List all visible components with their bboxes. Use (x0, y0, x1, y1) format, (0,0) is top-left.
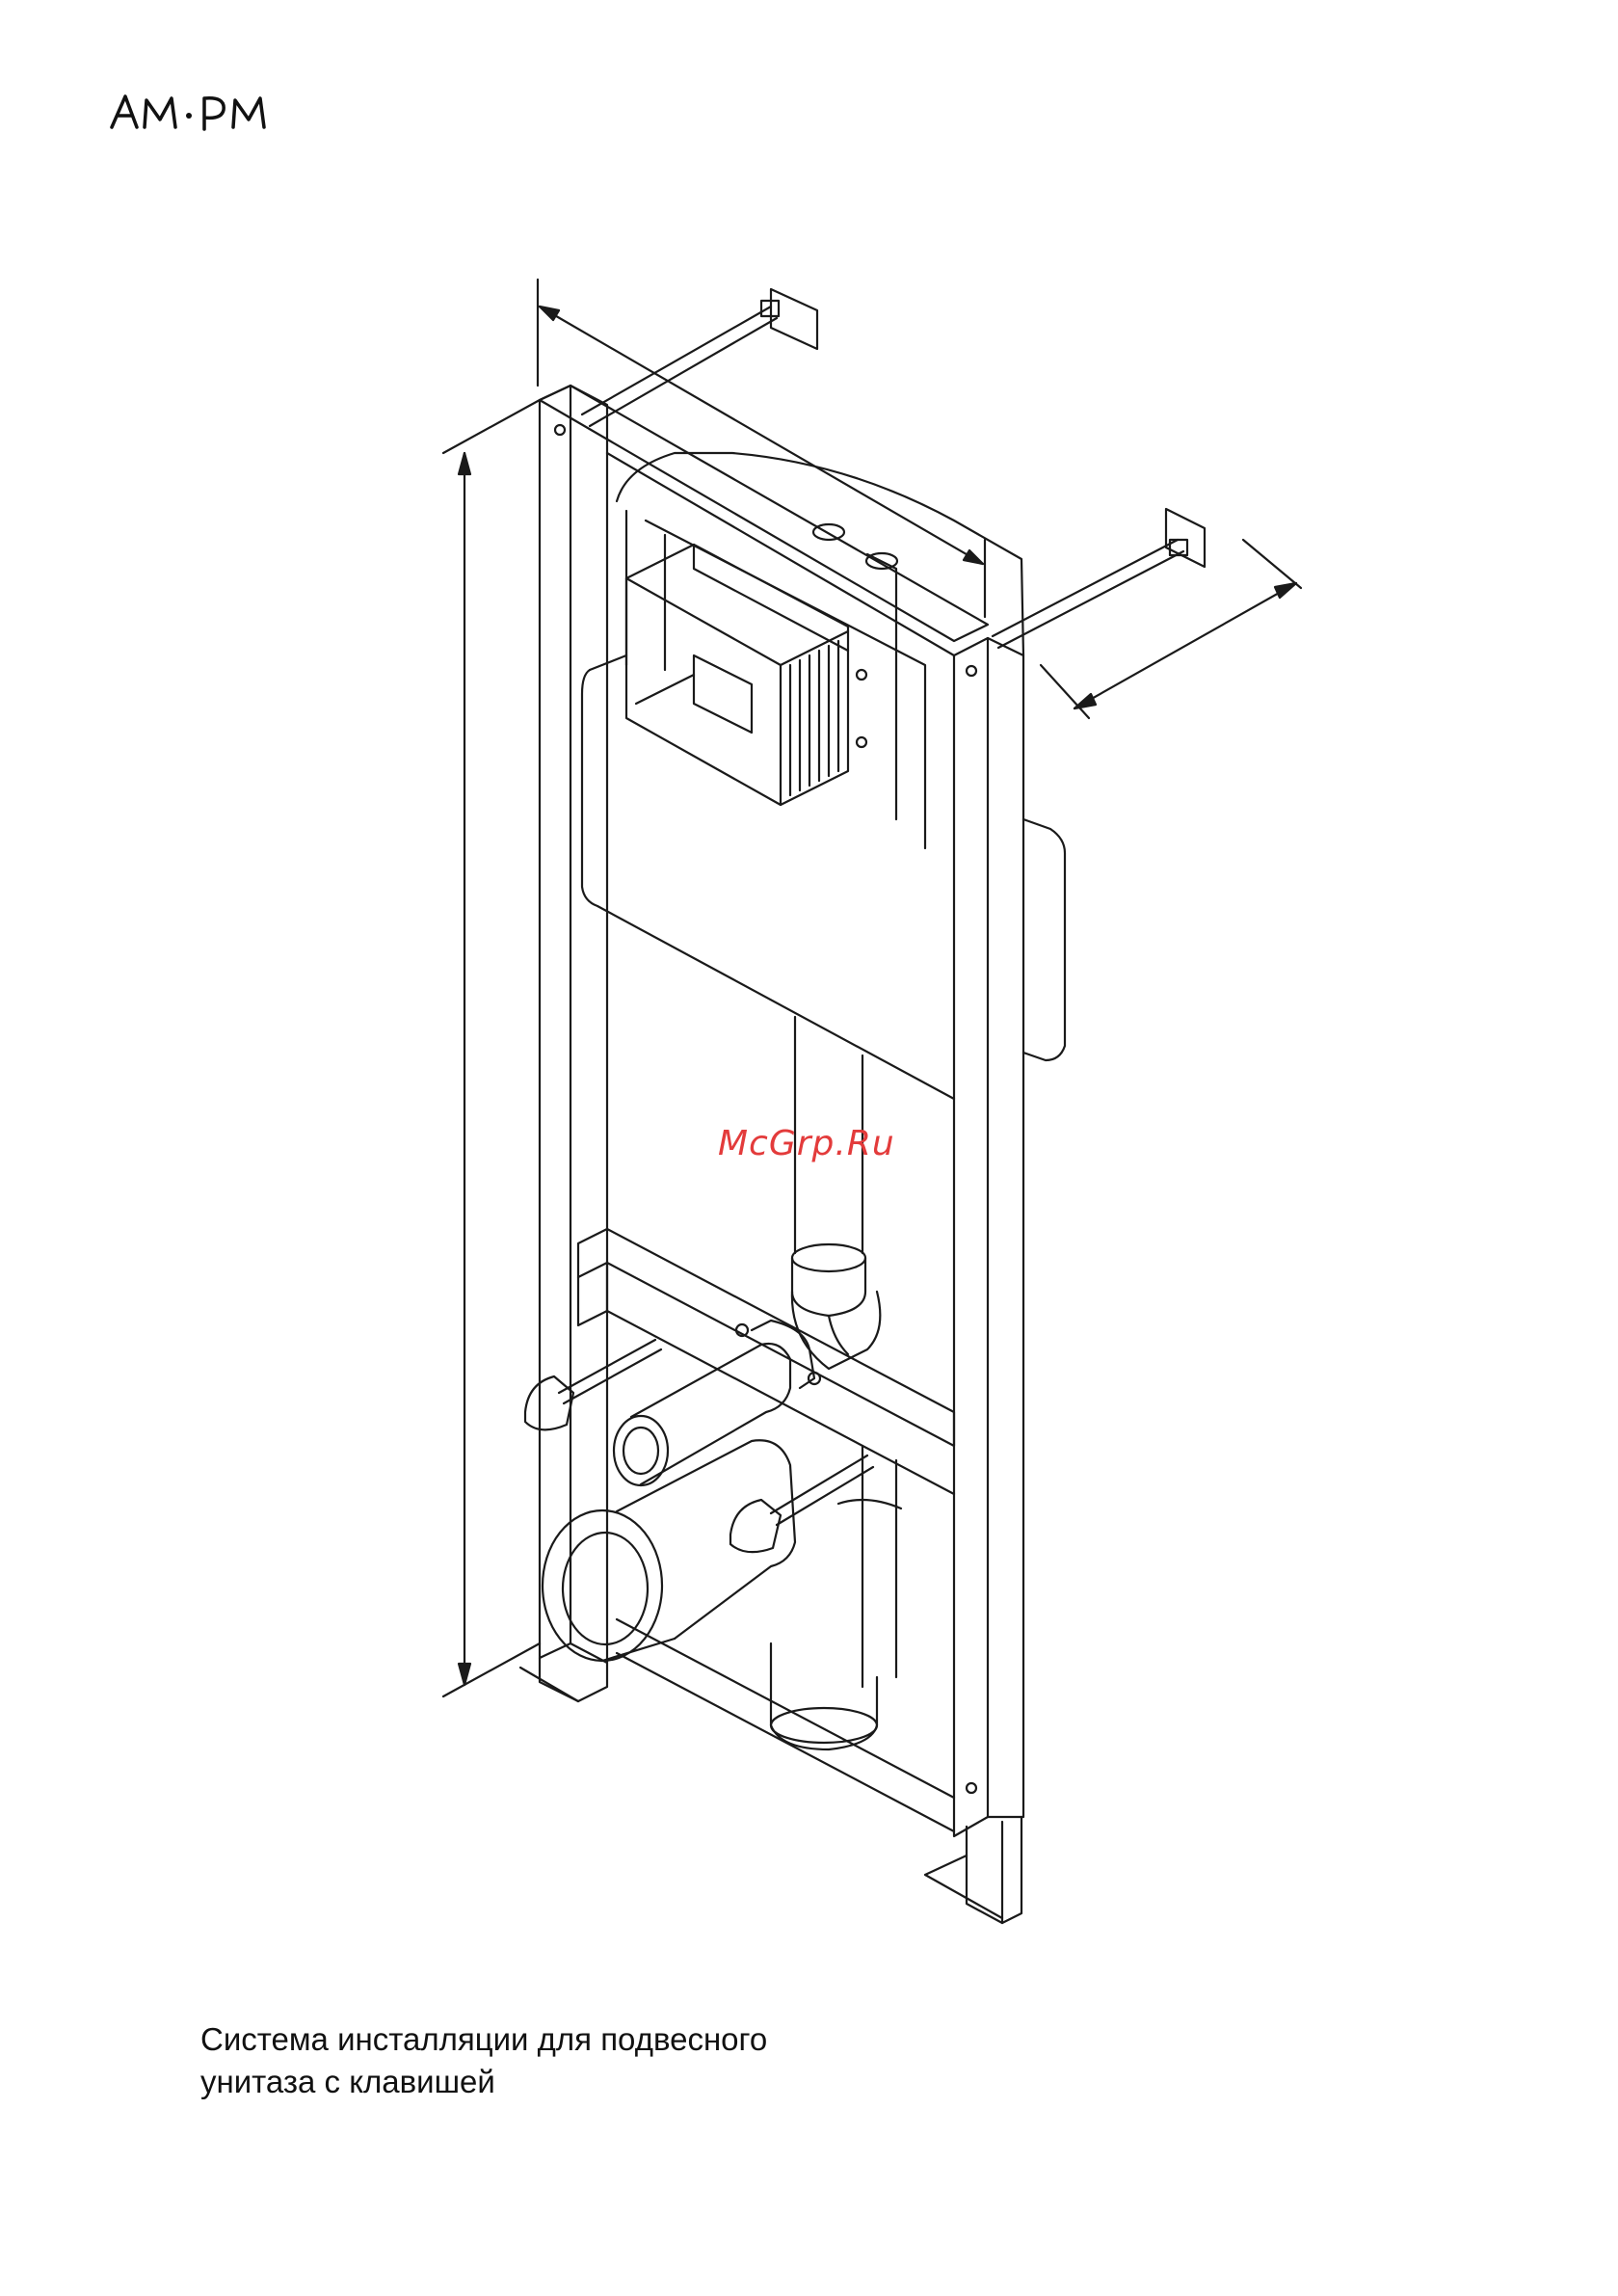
right-frame-post (925, 638, 1023, 1923)
left-frame-post (540, 386, 607, 1663)
cistern-front-cover (582, 655, 1065, 1099)
width-dimension (538, 280, 985, 617)
lower-right-anchor-rod (730, 1455, 873, 1552)
depth-dimension (1041, 540, 1301, 718)
upper-right-anchor-rod (993, 509, 1205, 648)
middle-crossbar (578, 1229, 954, 1494)
watermark-text: McGrp.Ru (718, 1124, 895, 1163)
product-caption: Система инсталляции для подвесного унита… (200, 2018, 1068, 2103)
flush-pipe (792, 1017, 880, 1369)
wc-outlet-pipe (543, 1440, 795, 1661)
height-dimension (443, 400, 540, 1696)
caption-line-1: Система инсталляции для подвесного (200, 2018, 1068, 2061)
upper-left-anchor-rod (582, 289, 817, 426)
caption-line-2: унитаза с клавишей (200, 2061, 1068, 2103)
